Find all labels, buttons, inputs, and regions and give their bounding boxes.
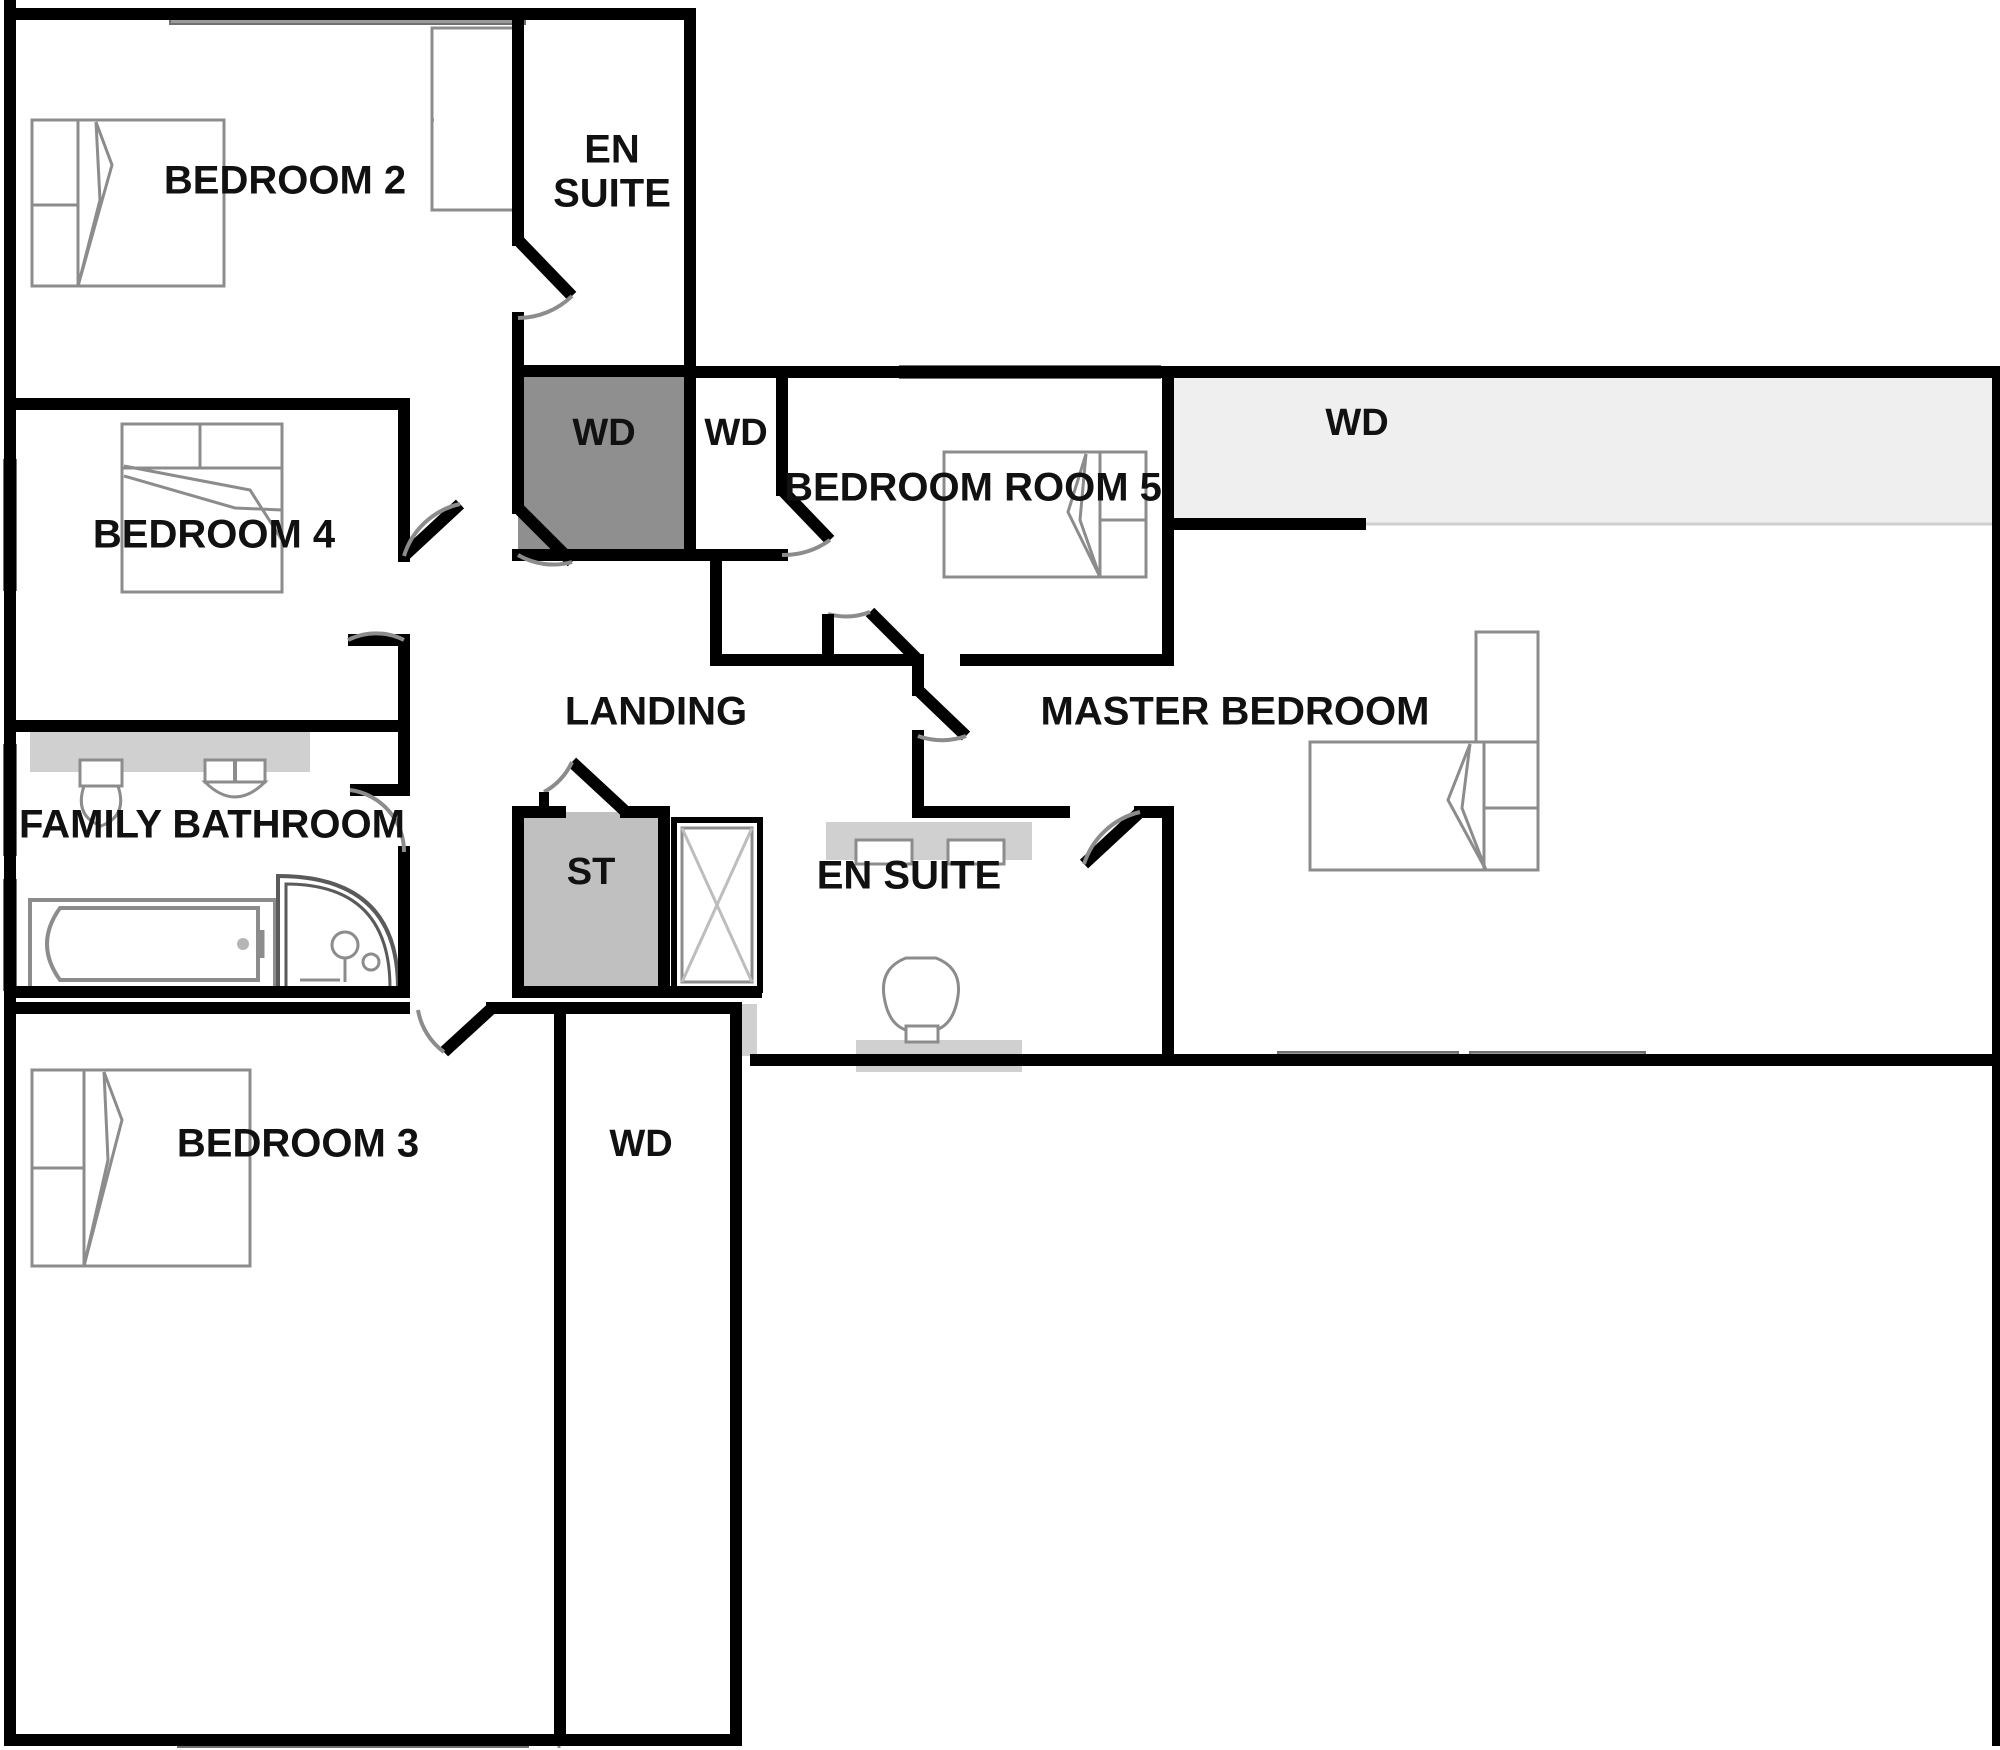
door-ensuite-top — [513, 235, 577, 320]
label-ensuite-master: EN SUITE — [817, 854, 1001, 898]
label-wd-small-center: WD — [704, 412, 767, 454]
door-bedroom4-lower — [347, 631, 405, 646]
label-family-bathroom: FAMILY BATHROOM — [19, 803, 405, 847]
st-fill — [518, 812, 664, 992]
room-fills — [518, 371, 1998, 992]
bed-bedroom5 — [942, 450, 1148, 579]
door-store — [539, 757, 631, 817]
door-family-bathroom — [349, 784, 407, 853]
door-bedroom4 — [399, 499, 465, 561]
bed-bedroom2 — [30, 118, 226, 288]
label-bedroom2: BEDROOM 2 — [164, 159, 406, 203]
door-master-bedroom — [913, 685, 971, 743]
label-bedroom3: BEDROOM 3 — [177, 1122, 419, 1166]
label-wd-bottom: WD — [609, 1123, 672, 1165]
label-landing: LANDING — [565, 690, 747, 734]
label-master-bedroom: MASTER BEDROOM — [1041, 690, 1430, 734]
bed-bedroom4 — [120, 422, 284, 594]
door-wd-dark — [513, 503, 577, 567]
door-bedroom3 — [416, 1003, 497, 1057]
doors — [347, 235, 1145, 1057]
corner-shower — [276, 873, 401, 990]
door-bedroom5-landing — [822, 607, 923, 665]
wc-ensuite — [881, 956, 961, 1044]
wc-family — [78, 758, 124, 828]
label-bedroom5: BEDROOM ROOM 5 — [784, 466, 1162, 510]
bathtub — [28, 898, 277, 990]
stair-void — [671, 817, 763, 993]
label-wd-dark-center: WD — [572, 412, 635, 454]
basin-family — [201, 758, 269, 799]
wd-dark-fill — [518, 371, 690, 555]
door-ensuite-master — [1079, 807, 1145, 869]
basin-ensuite — [854, 838, 1006, 866]
room-labels: BEDROOM 2 EN SUITE WD WD WD BEDROOM ROOM… — [19, 128, 1429, 1166]
wd-light-fill — [1168, 372, 1998, 524]
label-store: ST — [567, 851, 616, 893]
label-wd-right-light: WD — [1325, 402, 1388, 444]
counter-family-bathroom — [30, 728, 310, 772]
bed-bedroom3 — [30, 1068, 252, 1268]
bed-master — [1308, 630, 1540, 872]
label-bedroom4: BEDROOM 4 — [93, 513, 336, 557]
label-ensuite-top-line1: EN — [584, 128, 640, 172]
label-ensuite-top-line2: SUITE — [553, 172, 671, 216]
door-bedroom5 — [777, 485, 835, 558]
